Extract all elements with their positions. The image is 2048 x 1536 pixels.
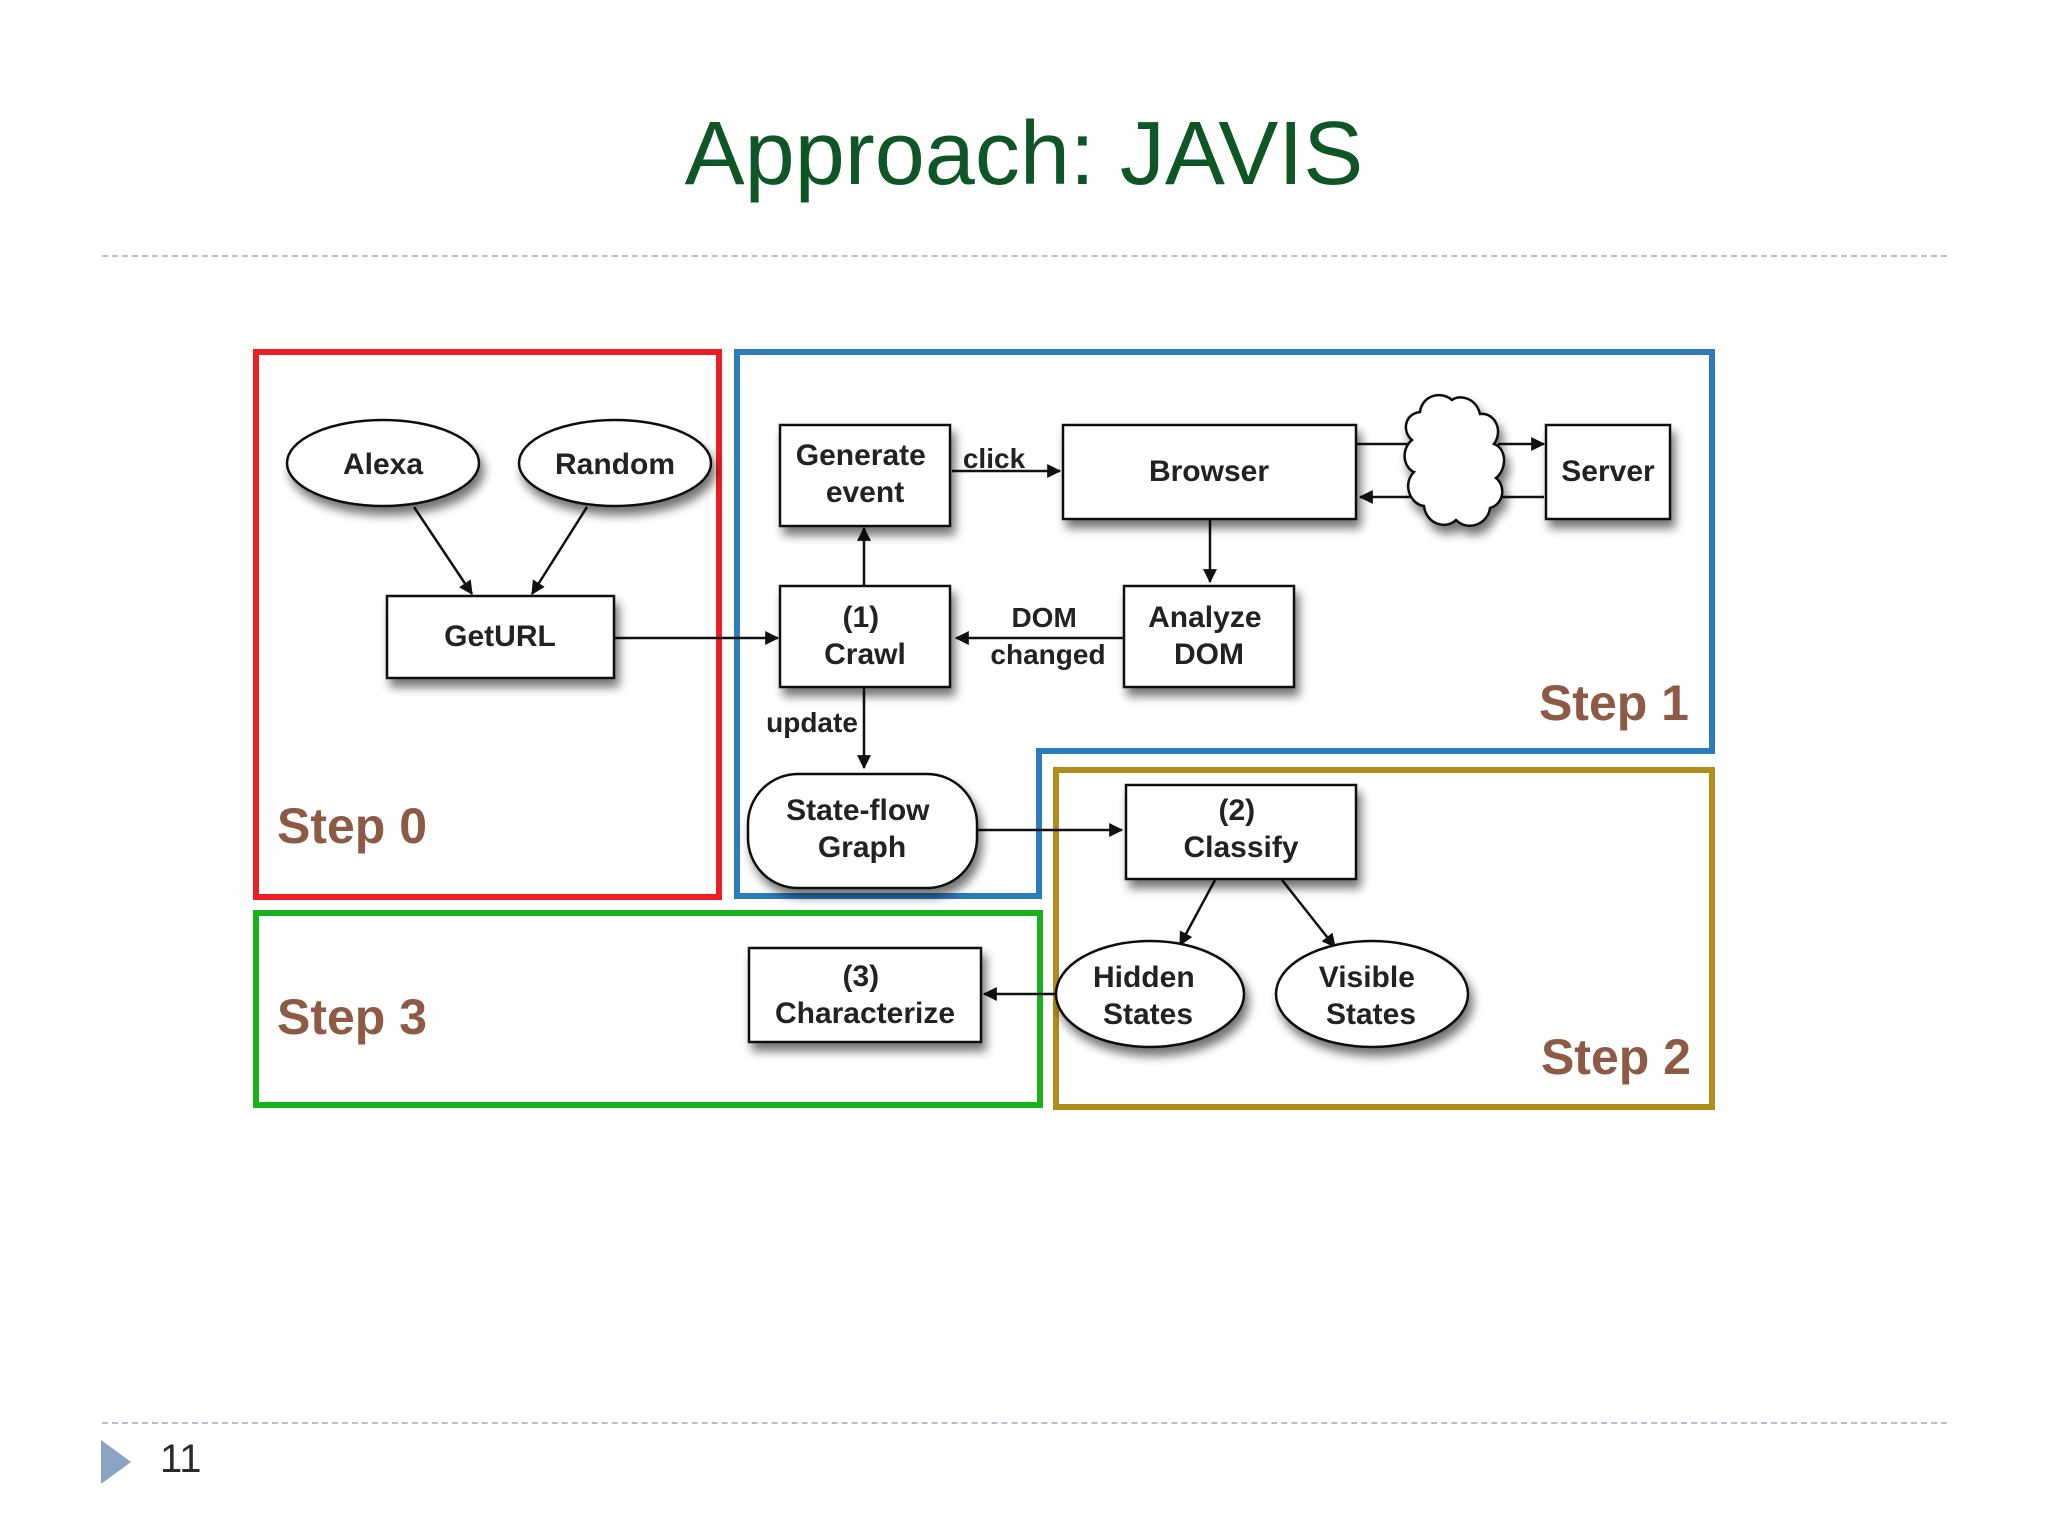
node-random-label: Random bbox=[555, 448, 675, 481]
node-hidden-states-line1: Hidden bbox=[1093, 961, 1195, 994]
step1-group-border bbox=[734, 349, 1715, 899]
node-browser-label: Browser bbox=[1149, 455, 1269, 488]
node-analyze-dom bbox=[1122, 584, 1296, 689]
triangle-bullet-icon bbox=[101, 1440, 131, 1484]
node-characterize bbox=[747, 946, 983, 1044]
bottom-divider bbox=[102, 1422, 1947, 1424]
step1-label: Step 1 bbox=[1539, 675, 1689, 731]
step0-group-border bbox=[253, 349, 722, 900]
node-server-label: Server bbox=[1561, 455, 1655, 488]
edge-label-click: click bbox=[963, 443, 1026, 474]
node-geturl-label: GetURL bbox=[444, 620, 556, 653]
node-state-flow-graph bbox=[746, 772, 979, 890]
node-classify-line1: (2) bbox=[1218, 794, 1255, 827]
node-crawl bbox=[778, 584, 952, 689]
node-generate-event bbox=[778, 423, 952, 528]
node-hidden-states-line2: States bbox=[1103, 998, 1193, 1031]
slide-title: Approach: JAVIS bbox=[684, 104, 1364, 204]
edge-label-update: update bbox=[766, 707, 858, 738]
svg-text:(3) Characterize: (3) Characterize bbox=[775, 960, 955, 1030]
node-analyze-dom-line1: Analyze bbox=[1148, 601, 1261, 634]
node-characterize-line2: Characterize bbox=[775, 997, 955, 1030]
edge-random-geturl bbox=[530, 506, 589, 595]
node-hidden-states bbox=[1054, 939, 1246, 1049]
node-alexa-label: Alexa bbox=[343, 448, 423, 481]
svg-text:Generate event: Generate event bbox=[796, 439, 934, 509]
node-generate-event-line2: event bbox=[826, 476, 904, 509]
node-random bbox=[517, 418, 713, 508]
node-crawl-line2: Crawl bbox=[824, 638, 906, 671]
step3-group-border bbox=[253, 910, 1043, 1108]
svg-text:(1) Crawl: (1) Crawl bbox=[824, 601, 906, 671]
edge-classify-visible bbox=[1281, 879, 1336, 948]
edge-classify-hidden bbox=[1178, 879, 1217, 947]
svg-text:Analyze DOM: Analyze DOM bbox=[1148, 601, 1270, 671]
node-geturl bbox=[385, 594, 616, 680]
edge-alexa-geturl bbox=[412, 506, 474, 595]
svg-text:Visible States: Visible States bbox=[1319, 961, 1424, 1031]
svg-text:DOM changed: DOM changed bbox=[990, 602, 1105, 670]
node-state-flow-graph-line1: State-flow bbox=[786, 794, 930, 827]
step2-label: Step 2 bbox=[1541, 1029, 1691, 1085]
svg-text:(2) Classify: (2) Classify bbox=[1183, 794, 1298, 864]
node-characterize-line1: (3) bbox=[842, 960, 879, 993]
node-generate-event-line1: Generate bbox=[796, 439, 926, 472]
svg-text:State-flow Graph: State-flow Graph bbox=[786, 794, 938, 864]
node-internet-cloud bbox=[1403, 393, 1506, 527]
step0-label: Step 0 bbox=[277, 798, 427, 854]
svg-text:Hidden States: Hidden States bbox=[1093, 961, 1203, 1031]
step2-group-border bbox=[1053, 767, 1715, 1110]
step3-label: Step 3 bbox=[277, 989, 427, 1045]
edge-label-dom: DOM bbox=[1011, 602, 1076, 633]
node-alexa bbox=[285, 418, 481, 508]
node-visible-states-line1: Visible bbox=[1319, 961, 1415, 994]
node-classify-line2: Classify bbox=[1183, 831, 1298, 864]
node-analyze-dom-line2: DOM bbox=[1174, 638, 1244, 671]
node-browser bbox=[1061, 423, 1358, 521]
node-classify bbox=[1124, 783, 1358, 881]
edge-label-changed: changed bbox=[990, 639, 1105, 670]
top-divider bbox=[102, 255, 1947, 257]
node-server bbox=[1544, 423, 1672, 521]
node-state-flow-graph-line2: Graph bbox=[818, 831, 906, 864]
node-visible-states-line2: States bbox=[1326, 998, 1416, 1031]
page-number: 11 bbox=[160, 1437, 202, 1481]
node-visible-states bbox=[1274, 939, 1470, 1049]
node-crawl-line1: (1) bbox=[842, 601, 879, 634]
